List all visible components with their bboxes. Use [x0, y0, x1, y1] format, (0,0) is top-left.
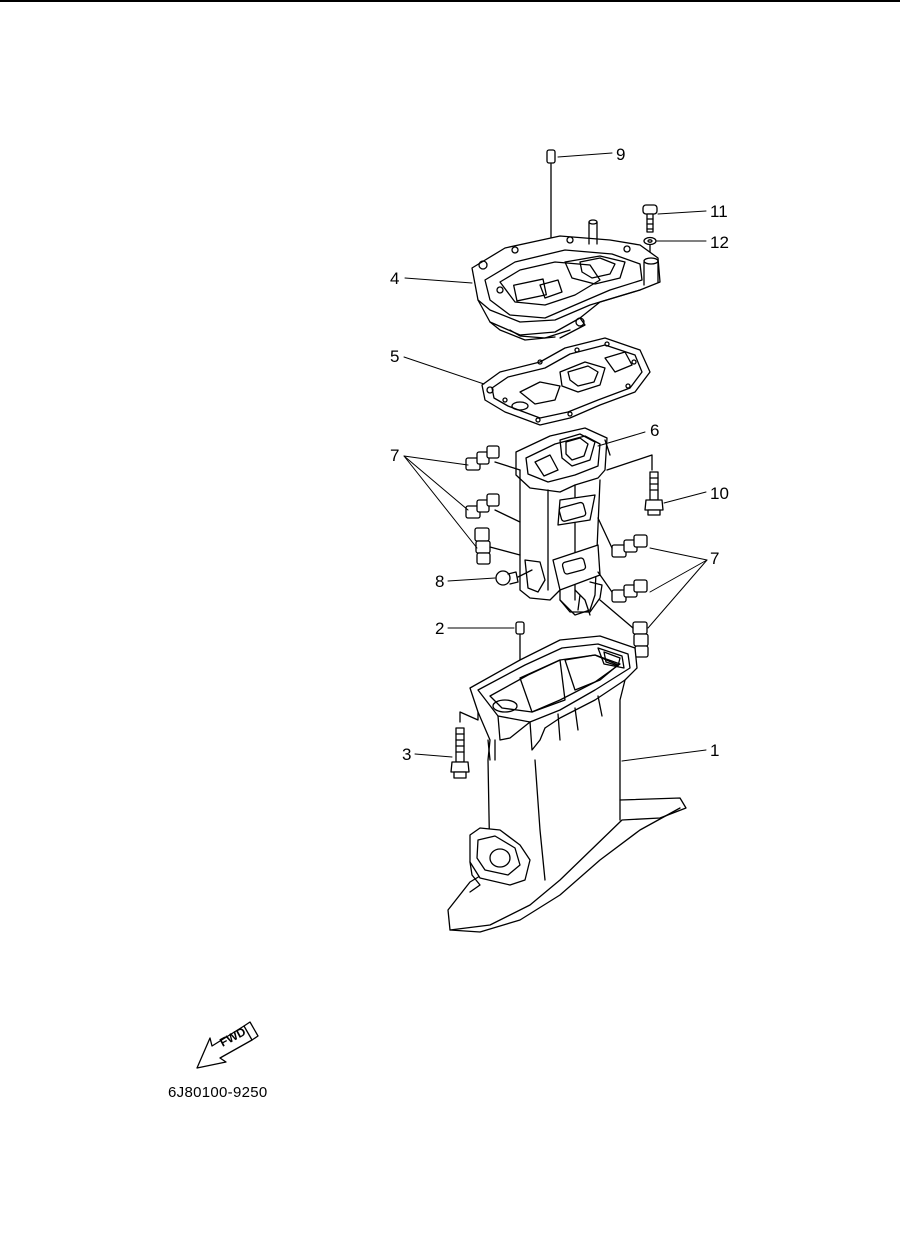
part-6-exhaust-guide	[515, 427, 653, 616]
callout-7-left: 7	[390, 446, 400, 465]
callout-3: 3	[402, 745, 412, 764]
callout-4: 4	[390, 269, 400, 288]
part-5-gasket	[481, 337, 651, 426]
part-3-bolt	[450, 711, 479, 779]
top-border-line	[0, 0, 900, 2]
part-1-driveshaft-housing	[447, 635, 687, 933]
callout-10: 10	[710, 484, 729, 503]
fwd-direction-arrow	[196, 1021, 259, 1069]
part-number: 6J80100-9250	[168, 1084, 268, 1101]
leader-lines	[403, 152, 708, 762]
callout-7-right: 7	[710, 549, 720, 568]
callout-12: 12	[710, 233, 729, 252]
callout-5: 5	[390, 347, 400, 366]
callout-11: 11	[710, 202, 728, 221]
callout-1: 1	[710, 741, 720, 760]
part-8-plug	[495, 569, 533, 586]
part-7-mounts-right	[597, 517, 649, 658]
part-9-dowel-pin	[546, 149, 556, 241]
part-4-upper-casing	[471, 219, 661, 341]
part-7-mounts-left	[465, 445, 521, 565]
part-10-bolt	[644, 471, 664, 516]
part-11-bolt	[642, 204, 658, 233]
callout-2: 2	[435, 619, 445, 638]
callout-9: 9	[616, 145, 626, 164]
callout-8: 8	[435, 572, 445, 591]
callout-6: 6	[650, 421, 660, 440]
